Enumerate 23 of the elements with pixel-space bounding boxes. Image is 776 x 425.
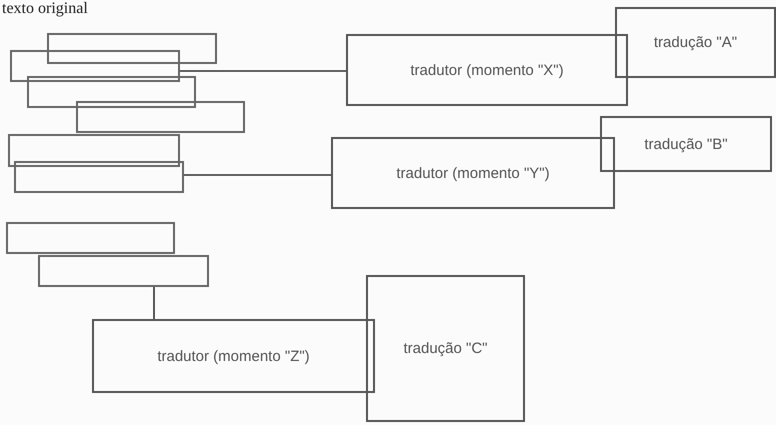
empty-box [8, 134, 180, 167]
box-label: tradução "A" [654, 34, 738, 51]
empty-box [38, 255, 209, 287]
box-label: tradutor (momento "Y") [396, 164, 550, 182]
empty-box [47, 33, 217, 64]
title: texto original [2, 0, 88, 17]
empty-box [6, 222, 175, 254]
text-box [331, 137, 615, 209]
connector-line [153, 287, 155, 319]
connector-line [184, 174, 331, 176]
empty-box [10, 50, 180, 82]
box-label: tradução "B" [644, 136, 728, 152]
box-label: tradutor (momento "X") [410, 62, 564, 78]
text-box [615, 7, 776, 78]
box-label: tradutor (momento "Z") [157, 348, 310, 364]
text-box [366, 275, 525, 422]
text-box [600, 116, 772, 172]
text-box [92, 319, 375, 393]
box-label: tradução "C" [403, 340, 488, 357]
empty-box [27, 76, 196, 108]
empty-box [76, 101, 245, 133]
empty-box [14, 161, 184, 193]
text-box [346, 34, 628, 106]
